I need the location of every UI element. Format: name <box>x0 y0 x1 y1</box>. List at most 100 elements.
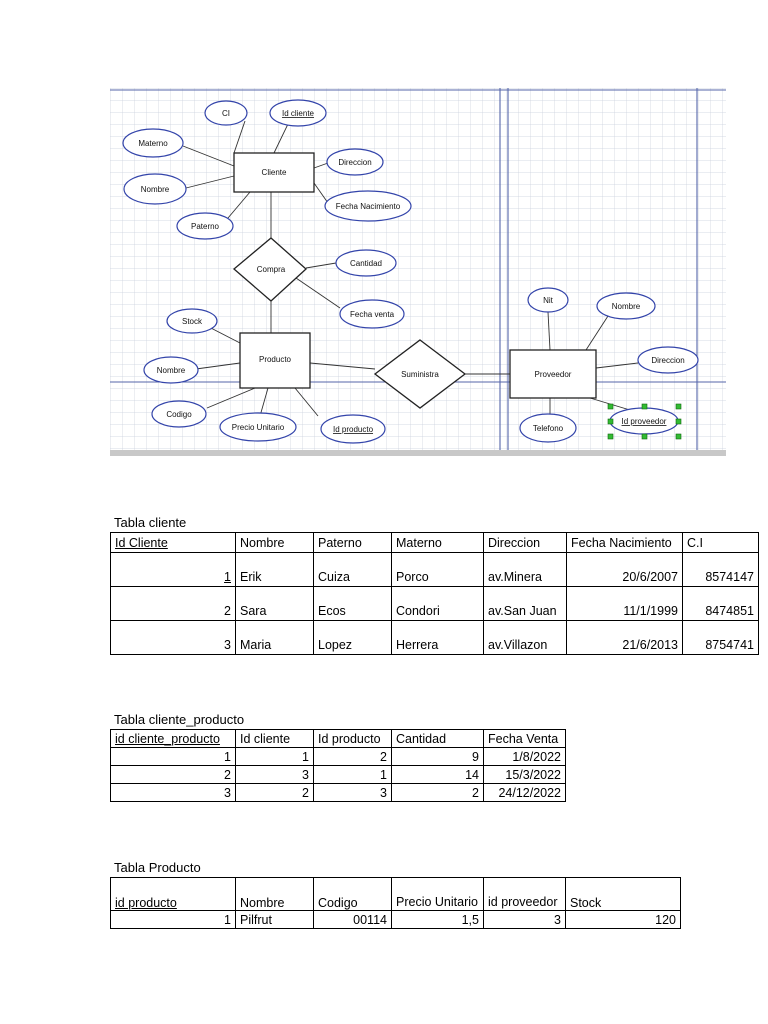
table-header-row: Id Cliente Nombre Paterno Materno Direcc… <box>110 532 759 553</box>
cell: 2 <box>235 783 314 802</box>
attr-id-producto <box>320 414 386 444</box>
table-row: 3 Maria Lopez Herrera av.Villazon 21/6/2… <box>110 620 759 655</box>
header-id-proveedor: id proveedor <box>483 877 566 911</box>
attr-stock <box>166 308 218 334</box>
tabla-producto-title: Tabla Producto <box>114 860 201 875</box>
cell: 11/1/1999 <box>566 586 683 621</box>
label-nombre-cliente: Nombre <box>141 185 170 194</box>
cell: 8474851 <box>682 586 759 621</box>
table-row: 1 1 2 9 1/8/2022 <box>110 747 566 766</box>
header-ci: C.I <box>682 532 759 553</box>
cell: 3 <box>313 783 392 802</box>
attr-nombre-cliente <box>123 173 187 205</box>
header-nombre: Nombre <box>235 532 314 553</box>
tabla-cliente-producto: id cliente_producto Id cliente Id produc… <box>110 729 566 802</box>
table-row: 2 3 1 14 15/3/2022 <box>110 765 566 784</box>
attr-id-cliente <box>269 99 327 127</box>
cell: Erik <box>235 552 314 587</box>
header-fecha-nacimiento: Fecha Nacimiento <box>566 532 683 553</box>
cell: 2 <box>110 586 236 621</box>
er-diagram: CI Id cliente Materno Nombre Paterno Dir… <box>110 88 726 456</box>
cell: 1/8/2022 <box>483 747 566 766</box>
attr-fecha-nacimiento <box>324 190 412 222</box>
attr-fecha-venta <box>339 299 405 329</box>
cell: 21/6/2013 <box>566 620 683 655</box>
cell: Maria <box>235 620 314 655</box>
label-fecha-nacimiento: Fecha Nacimiento <box>336 202 401 211</box>
table-header-row: id producto Nombre Codigo Precio Unitari… <box>110 877 681 911</box>
header-id-cliente: Id Cliente <box>110 532 236 553</box>
header-id-producto: id producto <box>110 877 236 911</box>
cell: Condori <box>391 586 484 621</box>
cell: Herrera <box>391 620 484 655</box>
entity-proveedor <box>509 349 597 399</box>
cell: 1 <box>110 552 236 587</box>
label-telefono: Telefono <box>533 424 564 433</box>
cell: 2 <box>391 783 484 802</box>
connectors <box>182 120 641 420</box>
label-codigo: Codigo <box>166 410 192 419</box>
relation-suministra <box>373 339 467 409</box>
selection-handles <box>607 403 682 440</box>
label-cantidad: Cantidad <box>350 259 382 268</box>
header-materno: Materno <box>391 532 484 553</box>
label-fecha-venta: Fecha venta <box>350 310 395 319</box>
label-paterno: Paterno <box>191 222 220 231</box>
attr-ci <box>204 100 248 126</box>
attr-telefono <box>519 413 577 443</box>
label-direccion-proveedor: Direccion <box>651 356 684 365</box>
header-direccion: Direccion <box>483 532 567 553</box>
cell: av.Villazon <box>483 620 567 655</box>
cell: Ecos <box>313 586 392 621</box>
label-ci: CI <box>222 109 230 118</box>
tabla-cliente-producto-title: Tabla cliente_producto <box>114 712 245 727</box>
label-entity-cliente: Cliente <box>262 168 287 177</box>
attr-direccion-cliente <box>326 148 384 176</box>
cell: 1 <box>313 765 392 784</box>
page-guides <box>110 88 726 450</box>
label-stock: Stock <box>182 317 203 326</box>
cell: Sara <box>235 586 314 621</box>
label-nombre-proveedor: Nombre <box>612 302 641 311</box>
label-precio-unitario: Precio Unitario <box>232 423 285 432</box>
cell: 2 <box>110 765 236 784</box>
cell: Lopez <box>313 620 392 655</box>
label-id-proveedor: Id proveedor <box>622 417 667 426</box>
tabla-producto: id producto Nombre Codigo Precio Unitari… <box>110 877 681 929</box>
cell: 20/6/2007 <box>566 552 683 587</box>
cell: av.San Juan <box>483 586 567 621</box>
header-precio-unitario: Precio Unitario <box>391 877 484 911</box>
attr-cantidad <box>335 249 397 277</box>
cell: 9 <box>391 747 484 766</box>
cell: 15/3/2022 <box>483 765 566 784</box>
cell: 120 <box>565 910 681 929</box>
header-id-cliente: Id cliente <box>235 729 314 748</box>
label-relation-compra: Compra <box>257 265 286 274</box>
cell: 8574147 <box>682 552 759 587</box>
cell: 8754741 <box>682 620 759 655</box>
cell: 24/12/2022 <box>483 783 566 802</box>
diagram-bottom-bar <box>110 450 726 456</box>
table-header-row: id cliente_producto Id cliente Id produc… <box>110 729 566 748</box>
entity-producto <box>239 332 311 389</box>
header-fecha-venta: Fecha Venta <box>483 729 566 748</box>
attr-nit <box>527 287 569 313</box>
cell: 1 <box>235 747 314 766</box>
label-entity-producto: Producto <box>259 355 292 364</box>
table-row: 1 Pilfrut 00114 1,5 3 120 <box>110 910 681 929</box>
attr-nombre-proveedor <box>596 292 656 320</box>
cell: 14 <box>391 765 484 784</box>
relation-compra <box>232 237 307 302</box>
table-row: 1 Erik Cuiza Porco av.Minera 20/6/2007 8… <box>110 552 759 587</box>
table-row: 3 2 3 2 24/12/2022 <box>110 783 566 802</box>
label-nombre-producto: Nombre <box>157 366 186 375</box>
header-cantidad: Cantidad <box>391 729 484 748</box>
cell: 3 <box>235 765 314 784</box>
cell: 3 <box>110 783 236 802</box>
cell: Porco <box>391 552 484 587</box>
cell: 1 <box>110 747 236 766</box>
attr-precio-unitario <box>219 412 297 442</box>
label-nit: Nit <box>543 296 554 305</box>
header-paterno: Paterno <box>313 532 392 553</box>
cell: 3 <box>110 620 236 655</box>
